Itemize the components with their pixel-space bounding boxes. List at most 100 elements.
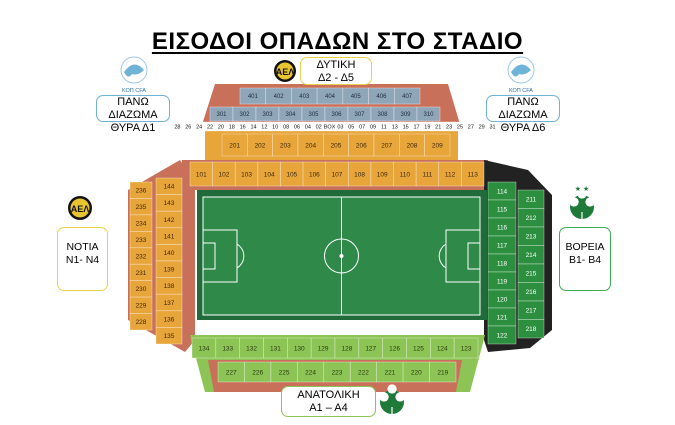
west-strip-section-03: 03 [334,121,347,132]
section-label: 302 [239,112,250,118]
west-top-section-404: 404 [316,87,344,105]
north-outer-section-213: 213 [517,226,545,246]
west-strip-section-22: 22 [204,121,216,132]
east-outer-section-221: 221 [376,361,404,383]
east-inner-section-124: 124 [430,337,455,359]
west-strip-section-23: 23 [443,121,455,132]
west-strip-section-31: 31 [486,121,499,132]
section-label: 110 [400,171,411,178]
west-upper-section-304: 304 [278,106,303,122]
section-label: 211 [526,197,537,204]
section-label: 308 [377,112,388,118]
west-strip-section-18: 18 [226,121,238,132]
section-label: 401 [248,94,259,100]
east-outer-section-219: 219 [429,361,457,383]
north-outer-section-212: 212 [517,208,545,228]
west-middle-section-204: 204 [297,133,324,157]
west-lower-section-108: 108 [348,161,372,187]
section-label: 142 [164,217,175,224]
section-label: 28 [174,124,180,130]
south-outer-section-231: 231 [129,263,153,281]
section-label: 127 [365,345,376,352]
north-outer-section-217: 217 [517,300,545,320]
south-inner-section-135: 135 [155,327,183,345]
west-strip-section-27: 27 [465,121,477,132]
section-label: 130 [294,345,305,352]
north-outer-section-218: 218 [517,319,545,339]
west-strip-section-04: 04 [302,121,314,132]
section-label: 108 [354,171,365,178]
west-strip-section-05: 05 [345,121,358,132]
section-label: 223 [332,369,343,376]
west-lower-section-107: 107 [325,161,349,187]
east-inner-section-133: 133 [215,337,240,359]
section-label: 21 [435,124,441,130]
east-outer-section-225: 225 [270,361,298,383]
west-middle-section-205: 205 [323,133,349,157]
south-outer-section-230: 230 [129,280,153,298]
south-inner-section-140: 140 [155,244,183,262]
section-label: 29 [479,124,485,130]
upper-right-label-line2: ΘΥΡΑ Δ6 [500,122,546,134]
section-label: 203 [280,142,291,149]
west-strip-section-BOX: BOX [324,121,336,132]
west-strip-section-29: 29 [475,121,488,132]
section-label: 218 [526,326,537,333]
section-label: 26 [185,124,191,130]
section-label: 231 [136,270,147,277]
north-inner-section-119: 119 [487,271,517,291]
north-inner-section-117: 117 [487,235,517,255]
section-label: 303 [262,112,273,118]
west-upper-section-307: 307 [347,106,372,122]
svg-text:ΑΕΛ: ΑΕΛ [71,204,90,214]
section-label: 141 [164,233,175,240]
section-label: 136 [164,316,175,323]
upper-right-label-line1: ΠΑΝΩ ΔΙΑΖΩΜΑ [498,96,548,121]
section-label: 101 [196,171,207,178]
west-strip-section-10: 10 [269,121,281,132]
section-label: 407 [402,94,413,100]
west-upper-section-305: 305 [301,106,326,122]
south-inner-section-141: 141 [155,227,183,245]
section-label: 236 [136,188,147,195]
north-label-line1: ΒΟΡΕΙΑ [565,241,605,253]
section-label: 404 [325,94,336,100]
north-label-line2: Β1- Β4 [568,254,602,266]
north-inner-section-118: 118 [487,253,517,273]
west-middle-section-209: 209 [424,133,451,157]
south-outer-section-234: 234 [129,214,153,232]
section-label: 228 [136,319,147,326]
section-label: 207 [381,142,392,149]
section-label: 14 [250,124,256,130]
south-inner-section-137: 137 [155,293,183,312]
east-inner-section-128: 128 [334,337,360,359]
cfa-caption-left: ΚΟΠ CFA [122,88,146,94]
cfa-logo-right: ΚΟΠ CFA [507,56,535,94]
section-label: 120 [497,296,508,303]
west-middle-section-203: 203 [272,133,299,157]
east-inner-section-123: 123 [453,337,479,359]
west-middle-section-202: 202 [247,133,273,157]
section-label: 209 [432,142,443,149]
south-gate-label: ΝΟΤΙΑ Ν1- Ν4 [57,227,108,291]
section-label: 08 [283,124,289,130]
west-strip-section-19: 19 [421,121,434,132]
section-label: 309 [400,112,411,118]
west-upper-section-302: 302 [232,106,257,122]
east-outer-section-226: 226 [244,361,272,383]
north-outer-section-214: 214 [517,245,545,265]
north-inner-section-114: 114 [487,181,517,201]
west-upper-section-301: 301 [209,106,234,122]
west-top-section-405: 405 [342,87,369,105]
section-label: 107 [332,171,343,178]
west-top-section-402: 402 [265,87,292,105]
west-lower-section-102: 102 [212,161,236,187]
east-label-line1: ΑΝΑΤΟΛΙΚΗ [297,389,360,401]
north-outer-section-216: 216 [517,282,545,302]
west-lower-section-103: 103 [234,161,259,187]
west-upper-section-310: 310 [416,106,441,122]
west-strip-section-15: 15 [399,121,412,132]
west-upper-section-303: 303 [255,106,280,122]
section-label: 11 [381,124,387,130]
